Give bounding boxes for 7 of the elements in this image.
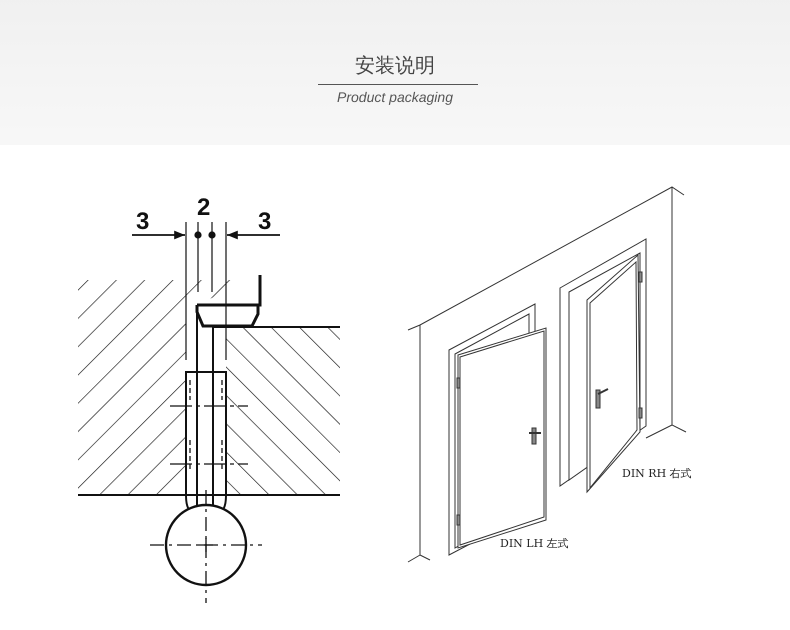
dimension-label: 3 — [258, 210, 272, 234]
door-label: DIN LH 左式 — [500, 538, 569, 549]
title: 安装说明 — [354, 55, 436, 75]
dimension-label: 2 — [197, 196, 210, 220]
door-label: DIN RH 右式 — [622, 468, 692, 479]
subtitle: Product packaging — [336, 90, 454, 104]
dimension-label: 3 — [136, 210, 150, 234]
